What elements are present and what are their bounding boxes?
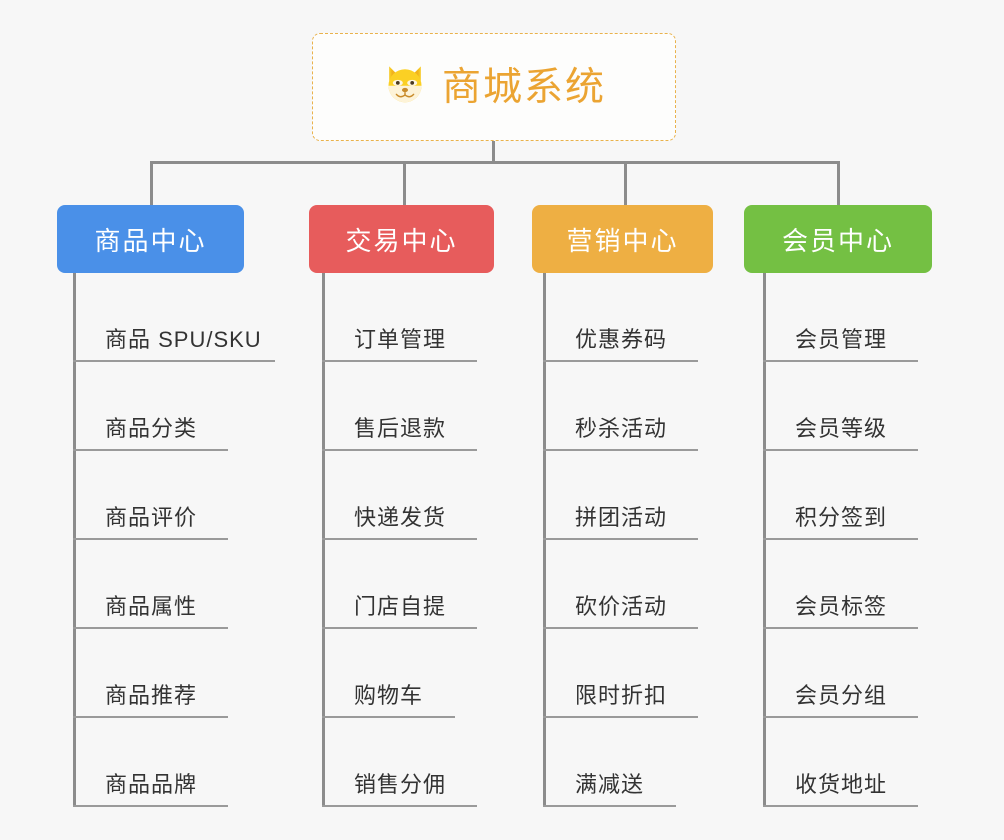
leaf-label: 秒杀活动 — [575, 416, 668, 441]
dog-face-icon — [382, 62, 428, 113]
leaf-label: 商品 SPU/SKU — [105, 327, 262, 352]
leaf-item[interactable]: 商品 SPU/SKU — [73, 273, 275, 362]
leaf-item[interactable]: 售后退款 — [322, 362, 477, 451]
leaf-label: 商品分类 — [105, 416, 198, 441]
leaf-label: 订单管理 — [354, 327, 447, 352]
column-marketing-center: 优惠券码 秒杀活动 拼团活动 砍价活动 限时折扣 满减送 — [543, 273, 698, 807]
column-member-center: 会员管理 会员等级 积分签到 会员标签 会员分组 收货地址 — [763, 273, 918, 807]
category-label: 商品中心 — [94, 225, 207, 256]
connector-horizontal-bus — [150, 161, 840, 164]
leaf-item[interactable]: 砍价活动 — [543, 540, 698, 629]
leaf-label: 购物车 — [354, 683, 424, 708]
leaf-item[interactable]: 限时折扣 — [543, 629, 698, 718]
leaf-item[interactable]: 商品推荐 — [73, 629, 228, 718]
leaf-label: 会员分组 — [795, 683, 888, 708]
leaf-label: 会员标签 — [795, 594, 888, 619]
leaf-label: 销售分佣 — [354, 772, 447, 797]
column-trunk-line — [543, 273, 546, 807]
leaf-label: 积分签到 — [795, 505, 888, 530]
leaf-item[interactable]: 拼团活动 — [543, 451, 698, 540]
column-trunk-line — [763, 273, 766, 807]
column-trunk-line — [73, 273, 76, 807]
leaf-item[interactable]: 商品属性 — [73, 540, 228, 629]
leaf-label: 限时折扣 — [575, 683, 668, 708]
leaf-label: 满减送 — [575, 772, 645, 797]
leaf-label: 会员等级 — [795, 416, 888, 441]
leaf-item[interactable]: 满减送 — [543, 718, 676, 807]
leaf-item[interactable]: 订单管理 — [322, 273, 477, 362]
root-node-shopping-mall-system[interactable]: 商城系统 — [312, 33, 676, 141]
leaf-label: 砍价活动 — [575, 594, 668, 619]
column-trade-center: 订单管理 售后退款 快递发货 门店自提 购物车 销售分佣 — [322, 273, 477, 807]
leaf-label: 会员管理 — [795, 327, 888, 352]
leaf-label: 快递发货 — [354, 505, 447, 530]
leaf-item[interactable]: 购物车 — [322, 629, 455, 718]
category-label: 会员中心 — [781, 225, 894, 256]
leaf-label: 收货地址 — [795, 772, 888, 797]
leaf-item[interactable]: 销售分佣 — [322, 718, 477, 807]
leaf-item[interactable]: 会员管理 — [763, 273, 918, 362]
category-label: 营销中心 — [566, 225, 679, 256]
leaf-item[interactable]: 商品品牌 — [73, 718, 228, 807]
leaf-item[interactable]: 收货地址 — [763, 718, 918, 807]
connector-root-stem — [492, 141, 495, 163]
leaf-item[interactable]: 会员分组 — [763, 629, 918, 718]
connector-drop-2 — [403, 161, 406, 205]
leaf-label: 商品属性 — [105, 594, 198, 619]
leaf-label: 门店自提 — [354, 594, 447, 619]
leaf-item[interactable]: 快递发货 — [322, 451, 477, 540]
column-product-center: 商品 SPU/SKU 商品分类 商品评价 商品属性 商品推荐 商品品牌 — [73, 273, 275, 807]
leaf-item[interactable]: 会员标签 — [763, 540, 918, 629]
category-box-product-center[interactable]: 商品中心 — [57, 205, 244, 273]
root-title: 商城系统 — [441, 65, 606, 109]
leaf-item[interactable]: 积分签到 — [763, 451, 918, 540]
category-box-member-center[interactable]: 会员中心 — [744, 205, 932, 273]
leaf-item[interactable]: 会员等级 — [763, 362, 918, 451]
category-box-trade-center[interactable]: 交易中心 — [309, 205, 494, 273]
leaf-label: 商品品牌 — [105, 772, 198, 797]
column-trunk-line — [322, 273, 325, 807]
leaf-item[interactable]: 门店自提 — [322, 540, 477, 629]
leaf-item[interactable]: 优惠券码 — [543, 273, 698, 362]
connector-drop-4 — [837, 161, 840, 205]
leaf-label: 商品评价 — [105, 505, 198, 530]
category-label: 交易中心 — [345, 225, 458, 256]
connector-drop-1 — [150, 161, 153, 205]
leaf-label: 拼团活动 — [575, 505, 668, 530]
leaf-item[interactable]: 商品分类 — [73, 362, 228, 451]
leaf-label: 售后退款 — [354, 416, 447, 441]
category-box-marketing-center[interactable]: 营销中心 — [532, 205, 713, 273]
leaf-label: 优惠券码 — [575, 327, 668, 352]
leaf-item[interactable]: 秒杀活动 — [543, 362, 698, 451]
connector-drop-3 — [624, 161, 627, 205]
leaf-label: 商品推荐 — [105, 683, 198, 708]
leaf-item[interactable]: 商品评价 — [73, 451, 228, 540]
